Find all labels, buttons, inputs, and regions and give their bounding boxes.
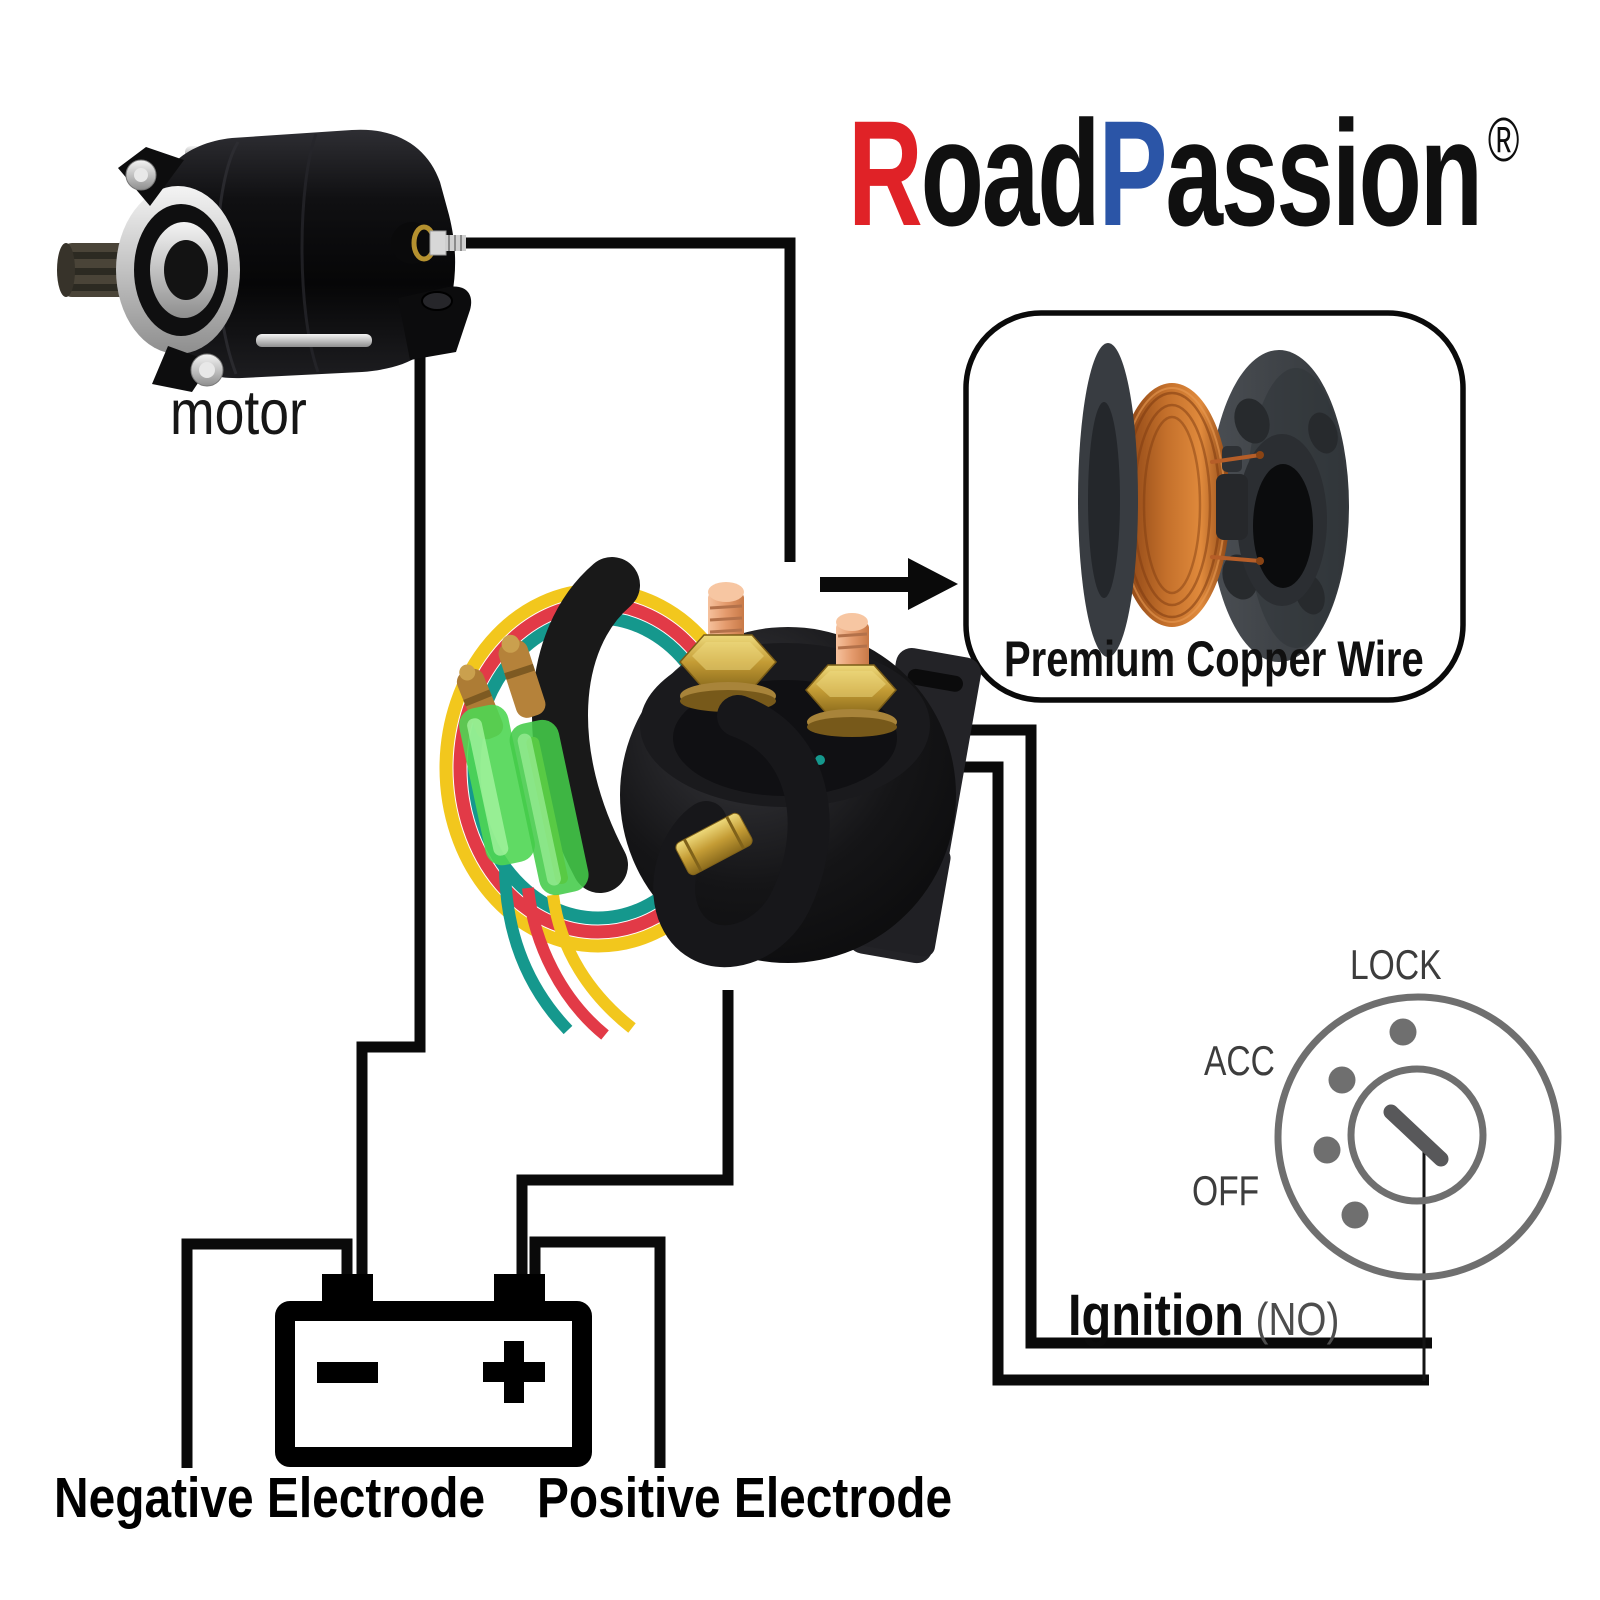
stud-thread xyxy=(837,644,868,650)
green-connector-1 xyxy=(459,704,535,866)
arrow-shaft xyxy=(820,577,912,592)
registered-mark: ® xyxy=(1487,106,1520,175)
connector-highlight xyxy=(517,733,561,886)
ignition-label-row: Ignition (NO) xyxy=(1068,1287,1339,1345)
stud-thread xyxy=(709,616,743,622)
ignition-position-off: OFF xyxy=(1192,1167,1260,1214)
battery-negative-terminal xyxy=(322,1274,373,1306)
brand-segment: P xyxy=(1098,89,1167,257)
spool-center-hole xyxy=(1253,464,1313,588)
relay-brass-clamp xyxy=(675,812,753,876)
position-dot-lock xyxy=(1389,1018,1417,1046)
bullet-band xyxy=(463,689,492,707)
battery-positive-terminal xyxy=(494,1274,545,1306)
copper-lead xyxy=(1210,453,1262,464)
position-dot-acc xyxy=(1328,1066,1356,1094)
shaft-spline xyxy=(62,284,172,291)
arrow-head xyxy=(908,558,958,610)
stud-thread xyxy=(837,632,868,638)
copper-wire-callout-box xyxy=(963,310,1466,703)
wire-positive-branch xyxy=(529,1236,666,1468)
relay-wire-yellow-tail xyxy=(547,894,636,1033)
battery-case xyxy=(275,1301,592,1467)
ignition-position-lock: LOCK xyxy=(1350,941,1442,988)
spool-front-flange-inner xyxy=(1088,402,1120,598)
spool-core-clip xyxy=(1216,474,1248,540)
brand-segment: assion xyxy=(1165,89,1483,257)
relay-wire-teal-tail xyxy=(499,864,573,1035)
stud-top xyxy=(836,613,868,631)
motor-terminal-nut xyxy=(429,230,447,256)
motor-label: motor xyxy=(170,378,307,448)
hex-nut-facet xyxy=(816,671,886,697)
ignition-position-acc: ACC xyxy=(1204,1037,1275,1084)
copper-lead-end xyxy=(1256,557,1264,565)
flange-slot xyxy=(907,668,964,692)
ignition-mode-label: (NO) xyxy=(1255,1293,1340,1345)
motor-illustration xyxy=(57,129,472,392)
battery-illustration xyxy=(275,1274,592,1467)
spool-hole xyxy=(1308,412,1338,454)
motor-front-seal xyxy=(164,240,208,300)
positive-electrode-label: Positive Electrode xyxy=(537,1466,953,1530)
brand-logo: RoadPassion® xyxy=(848,98,1519,248)
bullet-body xyxy=(498,640,546,718)
wire-motor-to-relay xyxy=(462,237,796,562)
connector-highlight xyxy=(467,718,509,856)
wire-negative-branch xyxy=(181,1238,353,1468)
relay-terminal-left xyxy=(678,582,778,712)
position-dot-off xyxy=(1313,1136,1341,1164)
ignition-switch-illustration xyxy=(1274,993,1562,1281)
plus-vertical-bar xyxy=(504,1341,524,1403)
brand-segment: R xyxy=(848,89,923,257)
connection-wires xyxy=(181,237,1432,1468)
copper-wire-spool-illustration xyxy=(1078,343,1349,662)
relay-wire-sleeve xyxy=(532,557,640,893)
ignition-inner-ring xyxy=(1347,1065,1487,1205)
green-connector-2 xyxy=(509,719,589,896)
clamp-detail xyxy=(725,816,745,850)
plus-symbol xyxy=(483,1341,545,1403)
clamp-detail xyxy=(683,838,703,872)
terminal-washer-shade xyxy=(807,717,897,737)
brand-segment: oad xyxy=(920,89,1101,257)
spool-hole xyxy=(1234,398,1270,444)
bullet-terminal-1 xyxy=(498,634,546,718)
ignition-outer-ring xyxy=(1274,993,1562,1281)
relay-internal-teal-wire xyxy=(815,755,825,765)
stud-thread xyxy=(709,604,743,610)
motor-bolt-top-head xyxy=(134,168,148,182)
bullet-tip xyxy=(501,634,520,653)
minus-symbol xyxy=(317,1362,378,1383)
relay-terminal-right xyxy=(805,613,897,737)
key-slot xyxy=(1383,1104,1449,1167)
relay-rubber-wire-loop xyxy=(653,695,830,968)
copper-lead xyxy=(1210,555,1262,563)
motor-bolt-bottom-head xyxy=(199,362,215,378)
wire-relay-to-ignition-lower xyxy=(950,761,1429,1386)
stud-thread xyxy=(709,628,743,634)
shaft-end xyxy=(57,243,75,297)
wire-motor-to-battery-negative xyxy=(356,352,426,1278)
wire-relay-to-battery-positive xyxy=(516,990,734,1278)
position-dot-on xyxy=(1341,1201,1369,1229)
motor-bracket-hole xyxy=(421,291,453,311)
coil-texture xyxy=(1142,415,1202,595)
copper-wire-label: Premium Copper Wire xyxy=(1004,631,1424,687)
wire-relay-to-ignition-upper xyxy=(950,724,1432,1349)
motor-tie-rod-bottom xyxy=(256,334,372,347)
arrow-right-icon xyxy=(820,558,958,610)
stud-top xyxy=(708,582,744,602)
motor-bracket xyxy=(398,286,472,360)
hex-nut-facet xyxy=(692,642,764,670)
ignition-label: Ignition xyxy=(1068,1283,1244,1348)
copper-lead-end xyxy=(1256,451,1264,459)
relay-wire-red-tail xyxy=(522,887,609,1040)
negative-electrode-label: Negative Electrode xyxy=(54,1466,486,1530)
relay-illustration xyxy=(439,557,981,1040)
bullet-tip xyxy=(459,664,476,681)
bullet-band xyxy=(504,663,536,680)
